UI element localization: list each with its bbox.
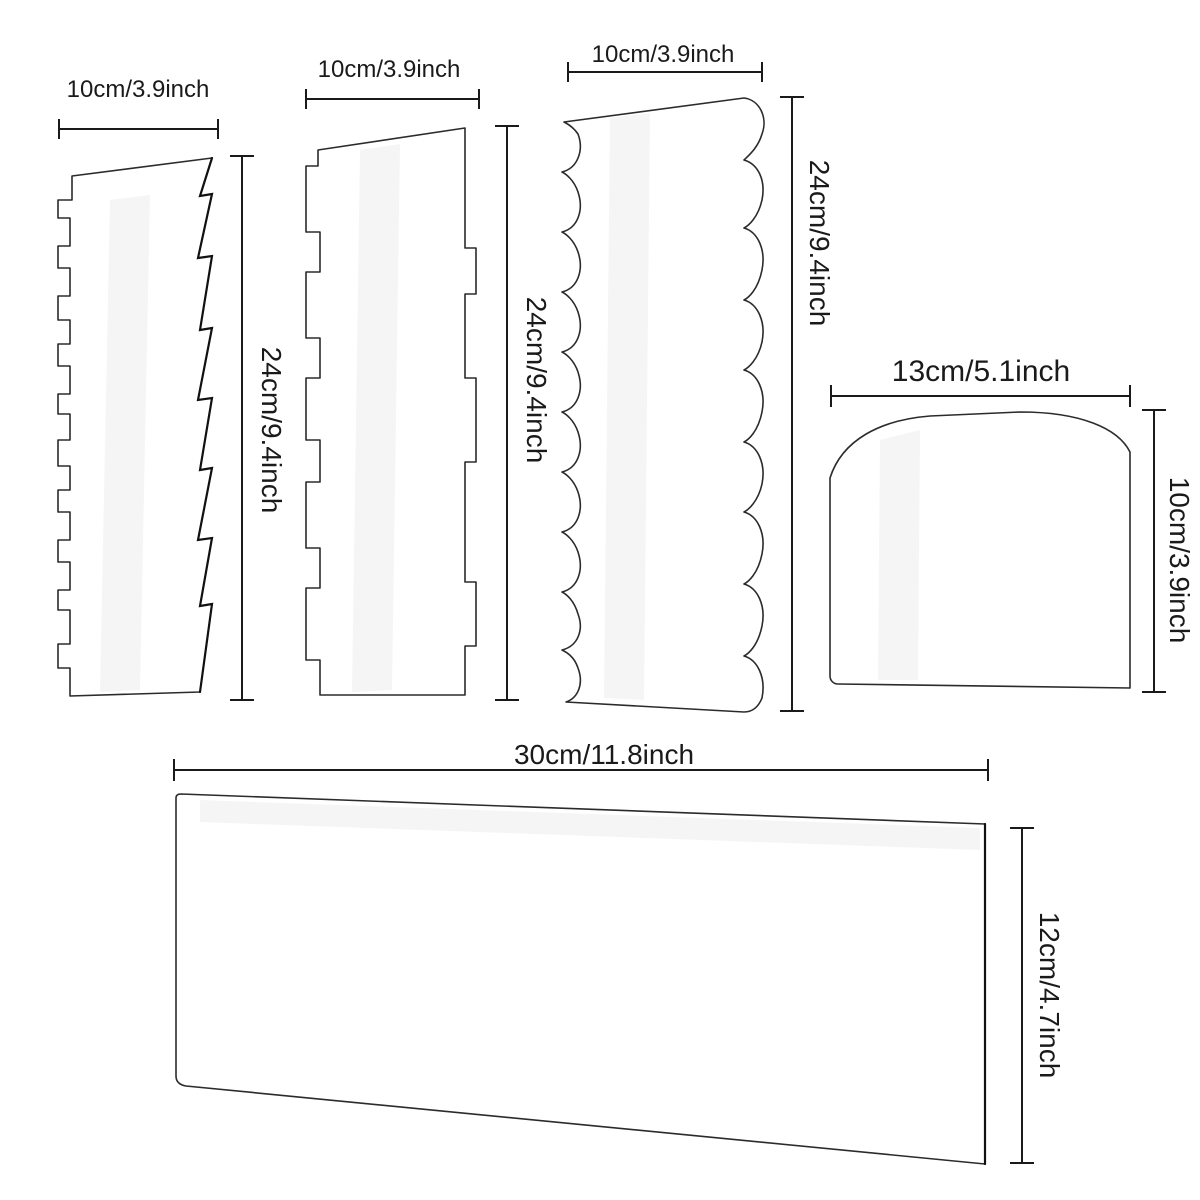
long-scraper: 30cm/11.8inch 12cm/4.7inch bbox=[173, 739, 1065, 1166]
notched-scraper-height-label: 24cm/9.4inch bbox=[521, 297, 552, 464]
zigzag-scraper-height-label: 24cm/9.4inch bbox=[256, 347, 287, 514]
scalloped-scraper: 10cm/3.9inch 24cm/9.4inch bbox=[561, 41, 835, 713]
scalloped-scraper-width-dimension: 10cm/3.9inch bbox=[567, 41, 763, 82]
scalloped-scraper-height-dimension: 24cm/9.4inch bbox=[780, 96, 835, 712]
zigzag-scraper-width-dimension: 10cm/3.9inch bbox=[58, 76, 219, 139]
long-scraper-height-dimension: 12cm/4.7inch bbox=[1010, 827, 1065, 1164]
notched-scraper-width-dimension: 10cm/3.9inch bbox=[305, 56, 480, 109]
dough-scraper-height-label: 10cm/3.9inch bbox=[1164, 477, 1195, 644]
dough-scraper-gloss bbox=[878, 430, 920, 680]
dough-scraper-width-dimension: 13cm/5.1inch bbox=[830, 355, 1131, 407]
long-scraper-width-label: 30cm/11.8inch bbox=[514, 739, 694, 770]
zigzag-scraper: 10cm/3.9inch 24cm/9.4inch bbox=[57, 76, 287, 701]
zigzag-scraper-height-dimension: 24cm/9.4inch bbox=[230, 155, 287, 701]
scalloped-scraper-width-label: 10cm/3.9inch bbox=[592, 41, 735, 68]
long-scraper-gloss bbox=[200, 800, 980, 850]
dough-scraper-width-label: 13cm/5.1inch bbox=[892, 355, 1070, 388]
notched-scraper: 10cm/3.9inch 24cm/9.4inch bbox=[305, 56, 552, 701]
scalloped-scraper-gloss bbox=[604, 113, 650, 700]
zigzag-scraper-gloss bbox=[100, 195, 150, 692]
dough-scraper-outline bbox=[829, 411, 1131, 689]
notched-scraper-gloss bbox=[352, 144, 400, 692]
dough-scraper-height-dimension: 10cm/3.9inch bbox=[1142, 409, 1195, 693]
zigzag-scraper-width-label: 10cm/3.9inch bbox=[67, 76, 210, 103]
long-scraper-height-label: 12cm/4.7inch bbox=[1034, 912, 1065, 1079]
long-scraper-width-dimension: 30cm/11.8inch bbox=[173, 739, 989, 781]
dough-scraper: 13cm/5.1inch 10cm/3.9inch bbox=[829, 355, 1195, 693]
scalloped-scraper-height-label: 24cm/9.4inch bbox=[804, 160, 835, 327]
scalloped-scraper-outline bbox=[561, 97, 765, 713]
notched-scraper-height-dimension: 24cm/9.4inch bbox=[495, 125, 552, 701]
zigzag-scraper-edge bbox=[196, 156, 214, 694]
notched-scraper-width-label: 10cm/3.9inch bbox=[318, 56, 461, 83]
long-scraper-outline bbox=[175, 793, 986, 1165]
